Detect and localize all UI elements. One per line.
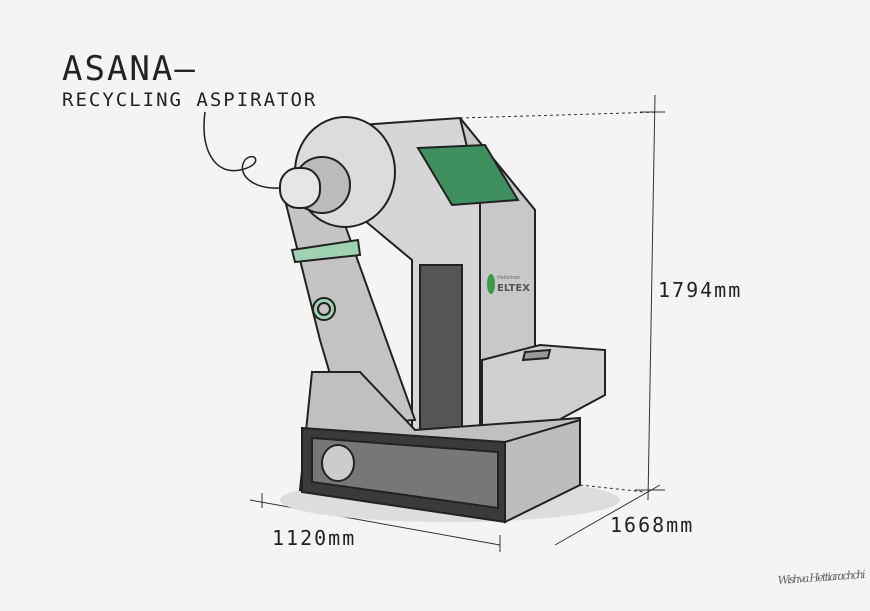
green-band [290,238,362,264]
title: ASANA— [62,49,197,89]
depth-dimension: 1668mm [610,513,694,537]
svg-text:ELTEX: ELTEX [497,283,530,294]
subtitle: RECYCLING ASPIRATOR [62,89,317,111]
width-dimension: 1120mm [272,526,356,550]
green-panel [416,143,520,207]
leader-line [203,111,281,189]
eltex-logo: Heilcmon ELTEX [487,274,530,294]
machine [279,116,620,524]
height-dimension: 1794mm [658,278,742,302]
svg-text:Heilcmon: Heilcmon [497,275,520,281]
artist-signature: Wishva Hettiarachchi [777,568,866,587]
